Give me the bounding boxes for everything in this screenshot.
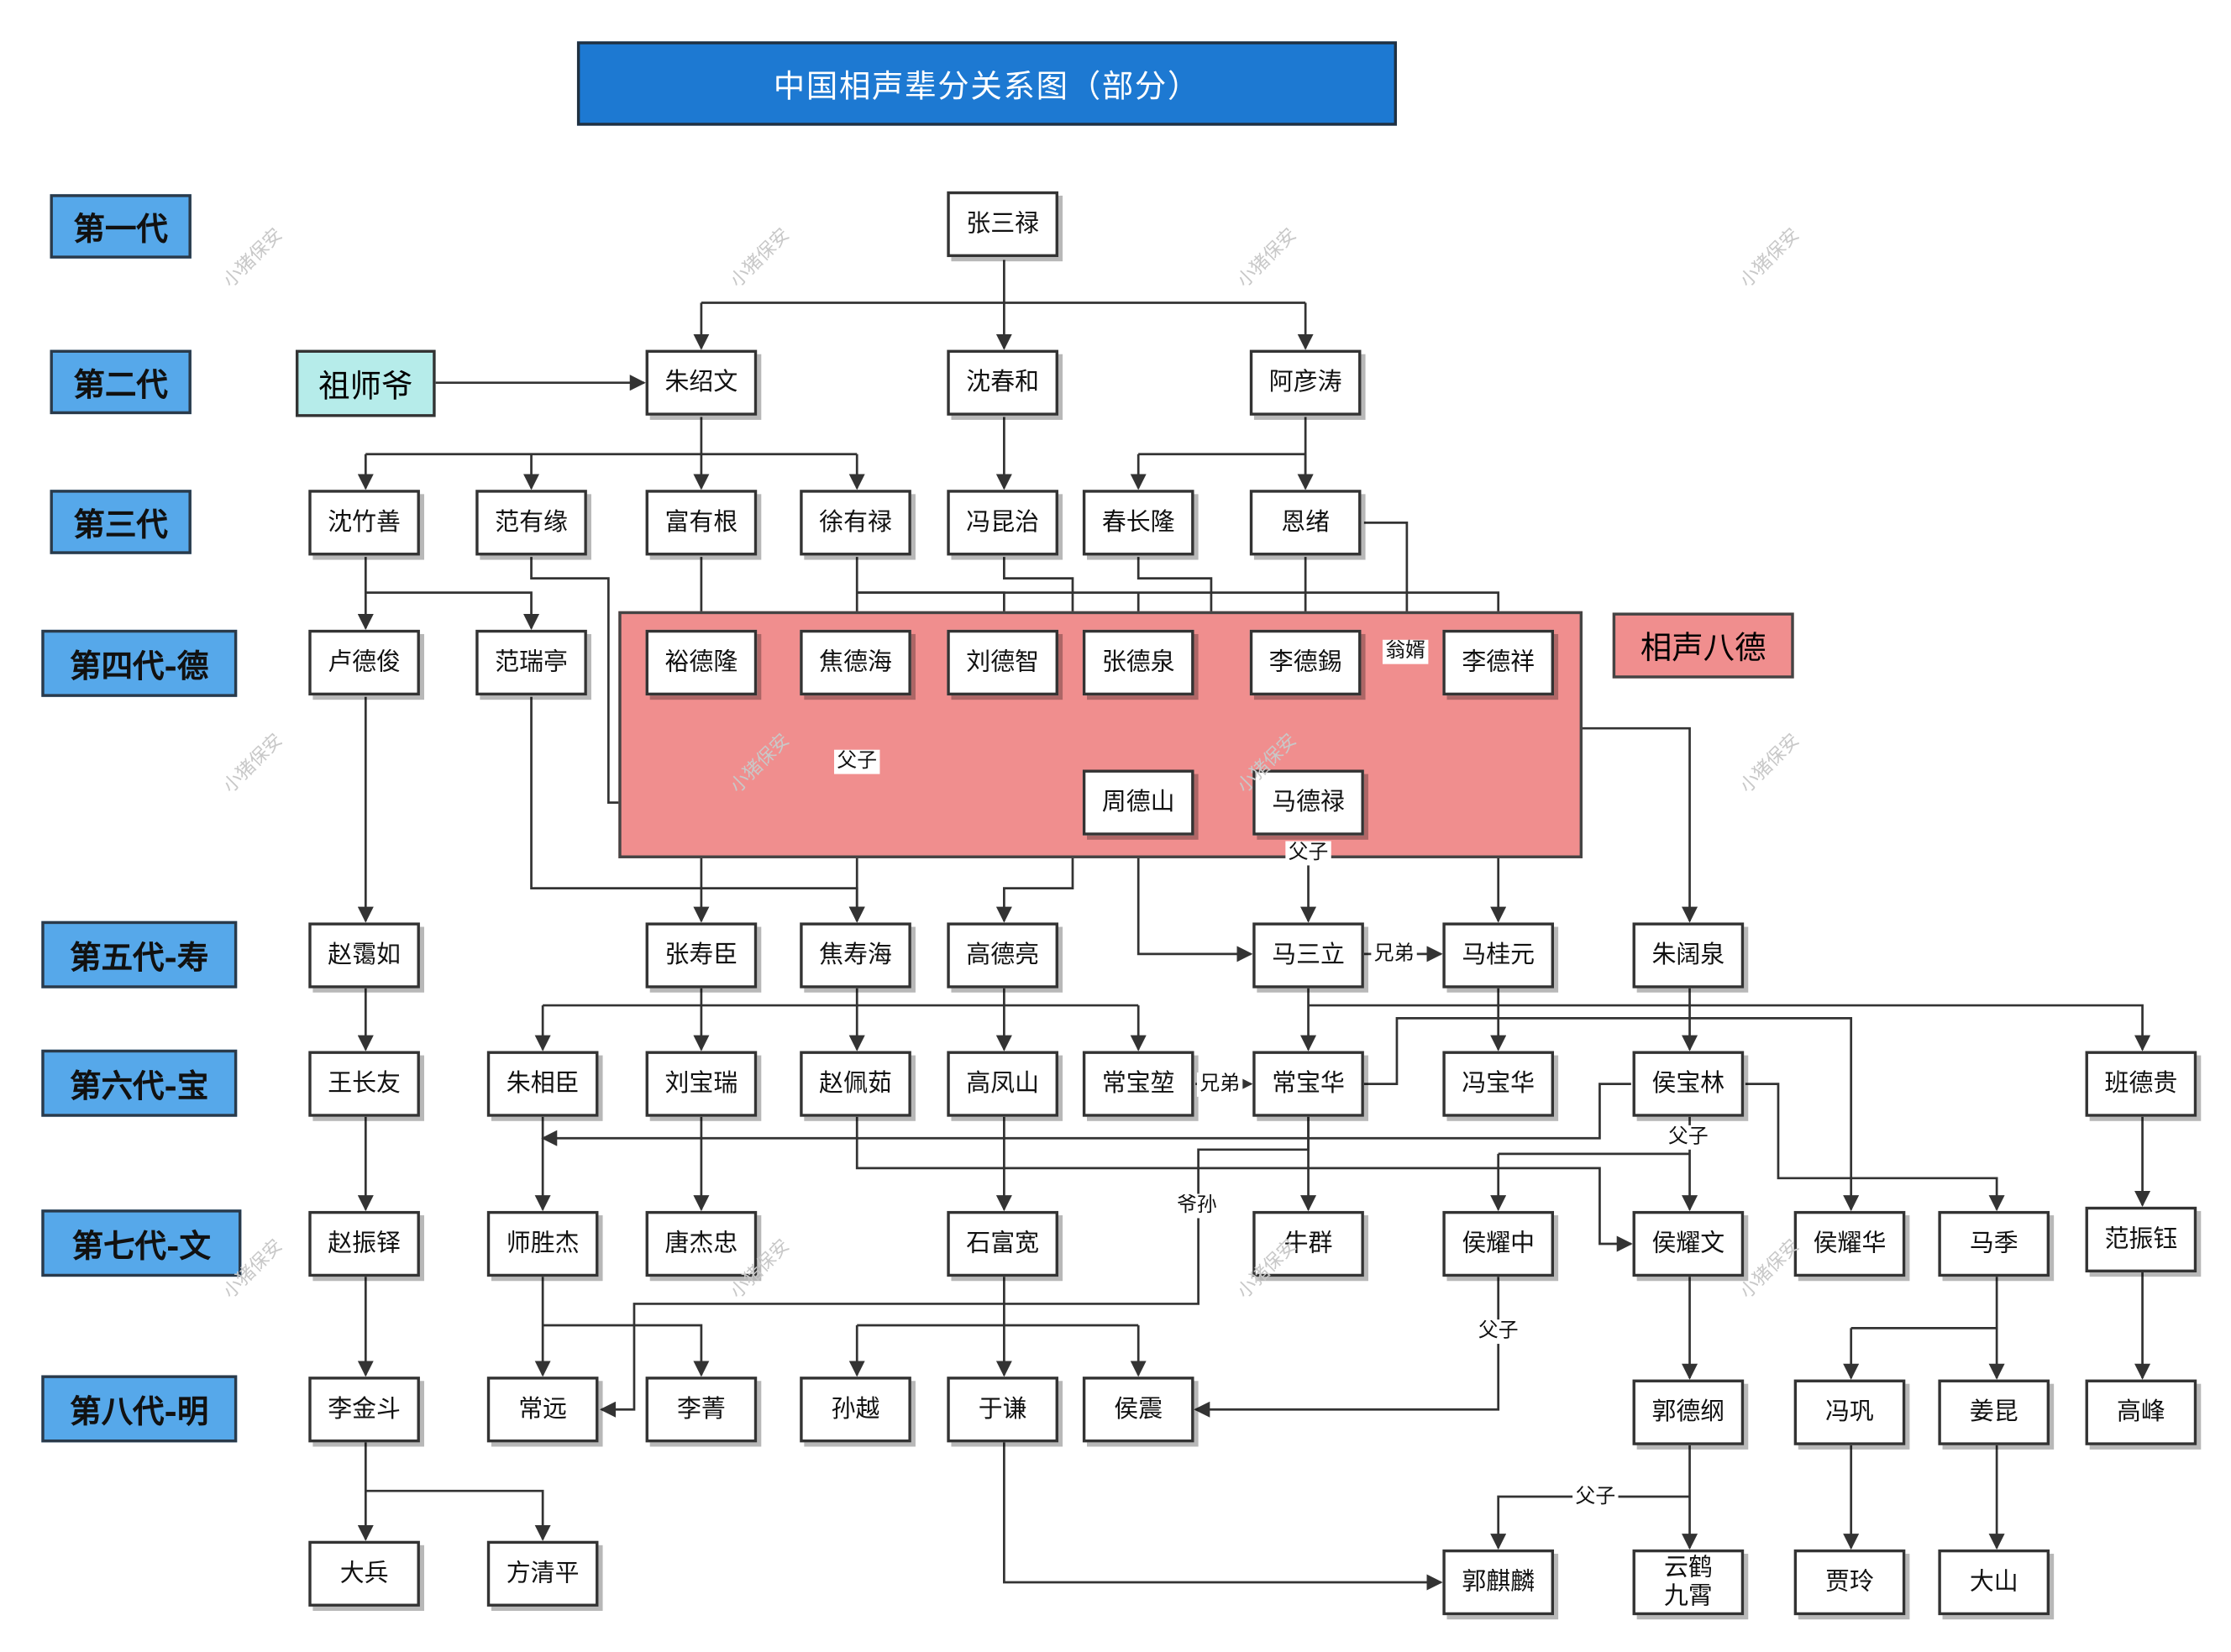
generation-4: 第四代-德	[41, 629, 238, 697]
person-li-jindou: 李金斗	[308, 1377, 420, 1443]
relation-label-yesun: 爷孙	[1173, 1193, 1220, 1219]
person-chang-baohua: 常宝华	[1252, 1051, 1364, 1117]
person-fu-yougen: 富有根	[645, 490, 758, 556]
connector-line	[1490, 1495, 1690, 1550]
person-zhang-dequan: 张德泉	[1082, 629, 1194, 696]
person-jiang-kun: 姜昆	[1938, 1379, 2050, 1445]
person-da-bing: 大兵	[308, 1540, 420, 1607]
person-yu-delong: 裕德隆	[645, 629, 758, 696]
person-hou-baolin: 侯宝林	[1632, 1051, 1745, 1117]
generation-2: 第二代	[50, 349, 192, 415]
connector-line	[1136, 835, 1253, 962]
connector-line	[1308, 1004, 2151, 1052]
relation-label-fuzi: 父子	[1665, 1125, 1712, 1150]
person-ban-degui: 班德贵	[2085, 1051, 2197, 1117]
bade-label: 相声八德	[1612, 612, 1794, 679]
person-niu-qun: 牛群	[1252, 1210, 1364, 1277]
person-hou-yaowen: 侯耀文	[1632, 1210, 1745, 1277]
person-shen-chunhe: 沈春和	[947, 349, 1058, 416]
person-zhao-zhenduo: 赵振铎	[308, 1210, 420, 1277]
person-hou-zhen: 侯震	[1082, 1377, 1194, 1443]
person-liu-dezhi: 刘德智	[947, 629, 1058, 696]
person-ma-delu: 马德禄	[1252, 769, 1364, 836]
person-shen-zhushan: 沈竹善	[308, 490, 420, 556]
connector-line	[365, 591, 540, 631]
person-sun-yue: 孙越	[800, 1377, 911, 1443]
person-yu-qian: 于谦	[947, 1377, 1058, 1443]
person-zhu-shaowen: 朱绍文	[645, 349, 758, 416]
person-guo-degang: 郭德纲	[1632, 1379, 1745, 1445]
zushiye-node: 祖师爷	[295, 349, 436, 417]
person-jiao-shouhai: 焦寿海	[800, 922, 911, 989]
person-xu-youlu: 徐有禄	[800, 490, 911, 556]
person-fang-qingping: 方清平	[486, 1540, 599, 1607]
person-en-xu: 恩绪	[1249, 490, 1362, 556]
person-shi-fukuan: 石富宽	[947, 1210, 1058, 1277]
person-ma-sanli: 马三立	[1252, 922, 1364, 989]
person-chang-baokun: 常宝堃	[1082, 1051, 1194, 1117]
person-jia-ling: 贾玲	[1793, 1549, 1906, 1616]
relation-label-xiongdi: 兄弟	[1196, 1072, 1243, 1097]
relation-label-xiongdi: 兄弟	[1371, 942, 1417, 968]
person-liu-baorui: 刘宝瑞	[645, 1051, 758, 1117]
person-chun-changlong: 春长隆	[1082, 490, 1194, 556]
connector-line	[1194, 1277, 1500, 1418]
relation-label-fuzi: 父子	[1475, 1319, 1521, 1345]
relation-label-fuzi: 父子	[1285, 841, 1331, 866]
generation-6: 第六代-宝	[41, 1049, 238, 1117]
generation-5: 第五代-寿	[41, 920, 238, 989]
person-hou-yaohua: 侯耀华	[1793, 1210, 1906, 1277]
person-fan-zhenyu: 范振钰	[2085, 1206, 2197, 1273]
person-zhu-kuoquan: 朱阔泉	[1632, 922, 1745, 989]
relation-label-fuzi: 父子	[834, 749, 880, 774]
diagram-title: 中国相声辈分关系图（部分）	[576, 41, 1397, 126]
person-feng-kunzhi: 冯昆治	[947, 490, 1058, 556]
connector-line	[1138, 453, 1314, 490]
person-lu-dejun: 卢德俊	[308, 629, 420, 696]
connector-line	[599, 1116, 1310, 1418]
person-gao-deliang: 高德亮	[947, 922, 1058, 989]
person-a-yantao: 阿彦涛	[1249, 349, 1362, 416]
person-li-dexiang: 李德祥	[1442, 629, 1555, 696]
generation-1: 第一代	[50, 194, 192, 259]
person-chang-yuan: 常远	[486, 1377, 599, 1443]
person-wang-changyou: 王长友	[308, 1051, 420, 1117]
person-jiao-dehai: 焦德海	[800, 629, 911, 696]
person-zhao-peiru: 赵佩茹	[800, 1051, 911, 1117]
person-fan-ruiting: 范瑞亭	[475, 629, 587, 696]
connector-line	[855, 1116, 1633, 1252]
connector-line	[541, 1083, 1631, 1146]
person-yunhe-jiuxiao: 云鹤 九霄	[1632, 1549, 1745, 1616]
person-da-shan: 大山	[1938, 1549, 2050, 1616]
person-li-jing: 李菁	[645, 1377, 758, 1443]
person-feng-baohua: 冯宝华	[1442, 1051, 1555, 1117]
person-fan-youyuan: 范有缘	[475, 490, 587, 556]
relation-label-wengxu: 翁婿	[1382, 639, 1429, 664]
person-shi-shengjie: 师胜杰	[486, 1210, 599, 1277]
person-zhang-sanlu: 张三禄	[947, 191, 1058, 258]
connector-line	[1745, 1083, 2005, 1212]
person-zhao-airu: 赵霭如	[308, 922, 420, 989]
person-li-dexi: 李德錫	[1249, 629, 1362, 696]
person-feng-gong: 冯巩	[1793, 1379, 1906, 1445]
person-ma-ji: 马季	[1938, 1210, 2050, 1277]
person-gao-fengshan: 高凤山	[947, 1051, 1058, 1117]
person-ma-guiyuan: 马桂元	[1442, 922, 1555, 989]
connector-line	[543, 1324, 710, 1377]
generation-8: 第八代-明	[41, 1375, 238, 1443]
person-zhu-xiangchen: 朱相臣	[486, 1051, 599, 1117]
person-guo-qilin: 郭麒麟	[1442, 1549, 1555, 1616]
person-zhou-deshan: 周德山	[1082, 769, 1194, 836]
generation-3: 第三代	[50, 490, 192, 554]
connector-line	[365, 1489, 551, 1541]
relation-label-fuzi: 父子	[1572, 1485, 1619, 1510]
person-gao-feng: 高峰	[2085, 1379, 2197, 1445]
person-tang-jiezhong: 唐杰忠	[645, 1210, 758, 1277]
person-hou-yaozhong: 侯耀中	[1442, 1210, 1555, 1277]
generation-7: 第七代-文	[41, 1209, 242, 1277]
person-zhang-shouchen: 张寿臣	[645, 922, 758, 989]
connector-line	[1003, 1442, 1443, 1591]
connector-line	[1363, 1017, 1860, 1212]
